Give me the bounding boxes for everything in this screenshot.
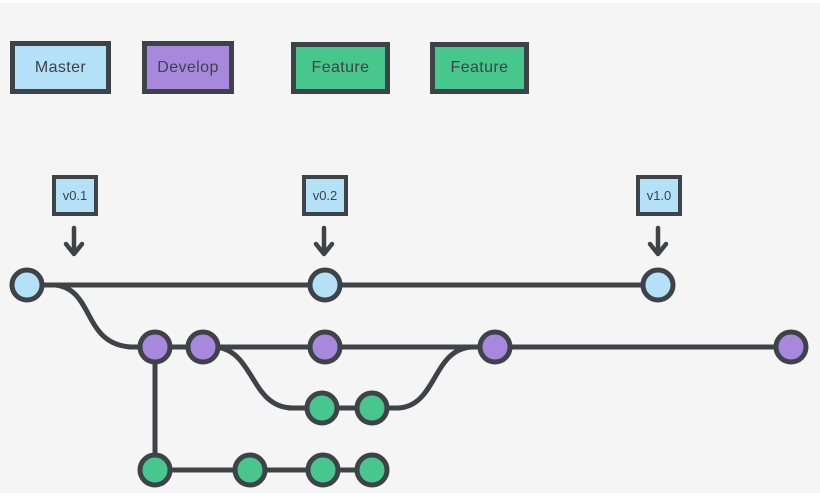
commit-node-develop (773, 329, 809, 365)
legend-box-feature-a: Feature (291, 42, 390, 94)
commit-node-feature-b (354, 452, 390, 488)
commit-node-feature-b (137, 452, 173, 488)
legend-label-feature-a: Feature (311, 59, 370, 76)
merge-feature-a-to-develop (395, 344, 477, 411)
commit-node-master (9, 267, 45, 303)
branch-develop-to-feature-a (212, 344, 296, 411)
down-arrow-head (647, 241, 669, 257)
legend-box-master: Master (10, 41, 111, 94)
commit-node-master (307, 267, 343, 303)
commit-node-develop (137, 329, 173, 365)
down-arrow-head (313, 241, 335, 257)
legend-box-develop: Develop (142, 41, 234, 94)
down-arrow-head (63, 241, 85, 257)
version-tag-label: v1.0 (646, 188, 672, 203)
commit-node-develop (307, 329, 343, 365)
branch-master-to-develop (52, 282, 135, 350)
version-tag-v1-0: v1.0 (636, 175, 682, 216)
commit-node-feature-a (354, 390, 390, 426)
legend-label-master: Master (34, 58, 87, 76)
commit-node-develop (185, 329, 221, 365)
top-margin (0, 0, 820, 3)
bottom-margin (0, 493, 820, 500)
version-tag-v0-2: v0.2 (302, 175, 348, 216)
commit-node-master (640, 267, 676, 303)
version-tag-label: v0.2 (312, 188, 338, 203)
version-tag-v0-1: v0.1 (52, 175, 98, 216)
commit-node-develop (477, 329, 513, 365)
commit-node-feature-b (305, 452, 341, 488)
legend-label-develop: Develop (157, 58, 219, 76)
commit-node-feature-b (232, 452, 268, 488)
commit-node-feature-a (304, 390, 340, 426)
legend-box-feature-b: Feature (430, 42, 529, 94)
version-tag-label: v0.1 (62, 188, 88, 203)
legend-label-feature-b: Feature (450, 59, 509, 76)
